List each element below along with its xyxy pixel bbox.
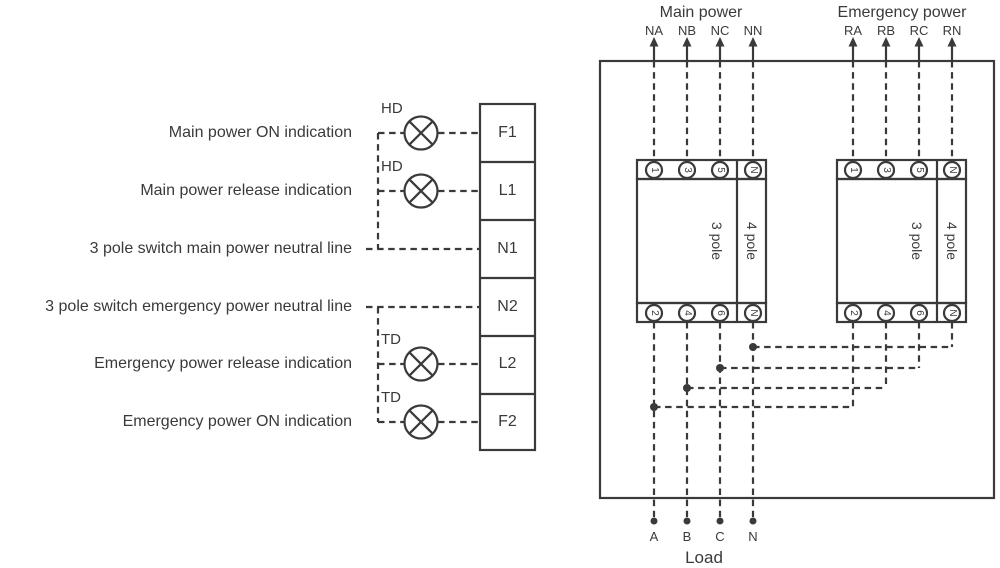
crossover-wiring [650, 322, 954, 411]
switch-block-emergency [835, 158, 968, 324]
switch-terminal-number: 2 [649, 310, 660, 316]
switch-terminal-number: N [947, 166, 958, 174]
indication-terminal-strip [478, 102, 537, 452]
load-terminal-label: C [715, 529, 725, 544]
terminal-cell-label: F1 [498, 124, 517, 141]
switch-terminal-number: 6 [914, 310, 925, 316]
left-row-label: 3 pole switch emergency power neutral li… [45, 298, 352, 315]
left-row-label: Main power release indication [140, 182, 352, 199]
switch-terminal-number: 5 [715, 167, 726, 173]
load-wiring [650, 322, 757, 525]
left-indication-wiring [366, 131, 480, 424]
terminal-cell-label: N2 [497, 298, 518, 315]
lamp-type-label: HD [381, 158, 403, 175]
pole-section-label: 3 pole [709, 221, 725, 261]
switch-terminal-number: 4 [881, 310, 892, 316]
left-row-label: Emergency power ON indication [122, 413, 352, 430]
switch-terminal-number: 1 [848, 167, 859, 173]
terminal-cell-label: N1 [497, 240, 518, 257]
load-terminal-label: B [682, 529, 692, 544]
terminal-cell-label: L2 [498, 355, 517, 372]
switch-terminal-number: 6 [715, 310, 726, 316]
enclosure-outline [598, 59, 996, 500]
terminal-cell-label: L1 [498, 182, 517, 199]
load-terminal-label: N [748, 529, 758, 544]
lamp-type-label: HD [381, 100, 403, 117]
left-row-label: Emergency power release indication [94, 355, 352, 372]
switch-terminal-number: 5 [914, 167, 925, 173]
pole-section-label: 4 pole [744, 221, 760, 261]
switch-terminal-number: 1 [649, 167, 660, 173]
terminal-cell-label: F2 [498, 413, 517, 430]
source-terminal-label: NA [644, 23, 664, 38]
source-terminal-label: RN [942, 23, 962, 38]
pole-section-label: 3 pole [909, 221, 925, 261]
source-title-main: Main power [659, 4, 743, 21]
switch-terminal-number: 2 [848, 310, 859, 316]
source-terminal-label: RA [843, 23, 863, 38]
switch-terminal-number: 4 [682, 310, 693, 316]
lamp-type-label: TD [381, 331, 401, 348]
source-terminal-label: NN [743, 23, 763, 38]
switch-terminal-number: N [748, 309, 759, 317]
switch-block-main [635, 158, 768, 324]
source-title-emergency: Emergency power [837, 4, 967, 21]
lamp-type-label: TD [381, 389, 401, 406]
load-terminal-label: A [649, 529, 659, 544]
source-terminal-label: RB [876, 23, 896, 38]
switch-terminal-number: 3 [881, 167, 892, 173]
switch-terminal-number: N [748, 166, 759, 174]
source-terminal-label: NC [710, 23, 730, 38]
switch-terminal-number: N [947, 309, 958, 317]
source-arrows [649, 37, 957, 160]
pole-section-label: 4 pole [944, 221, 960, 261]
source-terminal-label: NB [677, 23, 697, 38]
source-terminal-label: RC [909, 23, 929, 38]
left-row-label: Main power ON indication [168, 124, 352, 141]
lamp-icon [403, 115, 439, 440]
switch-terminal-number: 3 [682, 167, 693, 173]
load-label: Load [685, 548, 723, 567]
left-row-label: 3 pole switch main power neutral line [89, 240, 352, 257]
